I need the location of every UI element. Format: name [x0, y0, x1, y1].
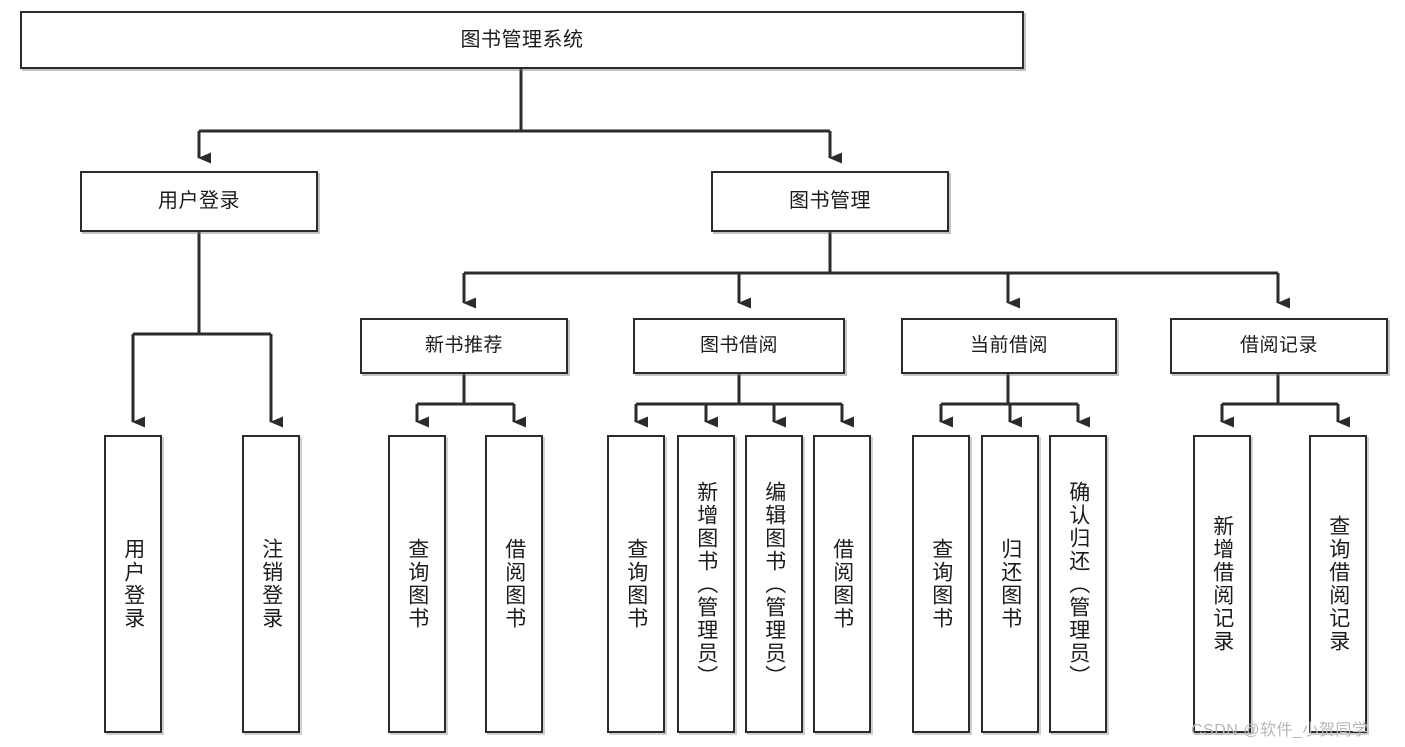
leaf-query-book-current-label: 查询图书	[929, 538, 953, 630]
node-root-label: 图书管理系统	[460, 28, 584, 51]
node-borrow-record-label: 借阅记录	[1239, 335, 1318, 357]
node-borrow-record[interactable]: 借阅记录	[1170, 318, 1388, 374]
node-book-management-label: 图书管理	[789, 190, 871, 212]
leaf-confirm-return-admin-label: 确认归还（管理员）	[1066, 480, 1090, 688]
leaf-user-login[interactable]: 用户登录	[104, 435, 162, 733]
node-new-book-recommend[interactable]: 新书推荐	[360, 318, 568, 374]
leaf-query-book-borrow[interactable]: 查询图书	[607, 435, 665, 733]
leaf-borrow-book-recommend[interactable]: 借阅图书	[485, 435, 543, 733]
node-user-login-label: 用户登录	[158, 190, 240, 212]
leaf-user-login-label: 用户登录	[121, 538, 145, 630]
node-current-borrow-label: 当前借阅	[969, 335, 1048, 357]
leaf-return-book[interactable]: 归还图书	[981, 435, 1039, 733]
leaf-query-borrow-record[interactable]: 查询借阅记录	[1309, 435, 1367, 733]
leaf-add-book-admin[interactable]: 新增图书（管理员）	[677, 435, 735, 733]
leaf-borrow-book[interactable]: 借阅图书	[813, 435, 871, 733]
leaf-query-book-recommend-label: 查询图书	[405, 538, 429, 630]
leaf-query-book-current[interactable]: 查询图书	[912, 435, 970, 733]
node-book-borrow-label: 图书借阅	[699, 335, 778, 357]
leaf-query-book-borrow-label: 查询图书	[624, 538, 648, 630]
leaf-edit-book-admin[interactable]: 编辑图书（管理员）	[745, 435, 803, 733]
leaf-add-borrow-record[interactable]: 新增借阅记录	[1193, 435, 1251, 733]
watermark-text: CSDN @软件_小贺同学	[1191, 722, 1369, 739]
node-new-book-recommend-label: 新书推荐	[424, 335, 503, 357]
leaf-edit-book-admin-label: 编辑图书（管理员）	[762, 480, 786, 688]
leaf-add-borrow-record-label: 新增借阅记录	[1210, 515, 1234, 653]
node-book-borrow[interactable]: 图书借阅	[633, 318, 845, 374]
node-book-management[interactable]: 图书管理	[711, 171, 949, 232]
leaf-borrow-book-recommend-label: 借阅图书	[502, 538, 526, 630]
node-current-borrow[interactable]: 当前借阅	[901, 318, 1117, 374]
node-user-login[interactable]: 用户登录	[80, 171, 318, 232]
leaf-logout-login[interactable]: 注销登录	[242, 435, 300, 733]
leaf-query-book-recommend[interactable]: 查询图书	[388, 435, 446, 733]
leaf-query-borrow-record-label: 查询借阅记录	[1326, 515, 1350, 653]
leaf-add-book-admin-label: 新增图书（管理员）	[694, 480, 718, 688]
leaf-return-book-label: 归还图书	[998, 538, 1022, 630]
node-root-system[interactable]: 图书管理系统	[20, 11, 1024, 69]
leaf-borrow-book-label: 借阅图书	[830, 538, 854, 630]
leaf-logout-login-label: 注销登录	[259, 538, 283, 630]
leaf-confirm-return-admin[interactable]: 确认归还（管理员）	[1049, 435, 1107, 733]
